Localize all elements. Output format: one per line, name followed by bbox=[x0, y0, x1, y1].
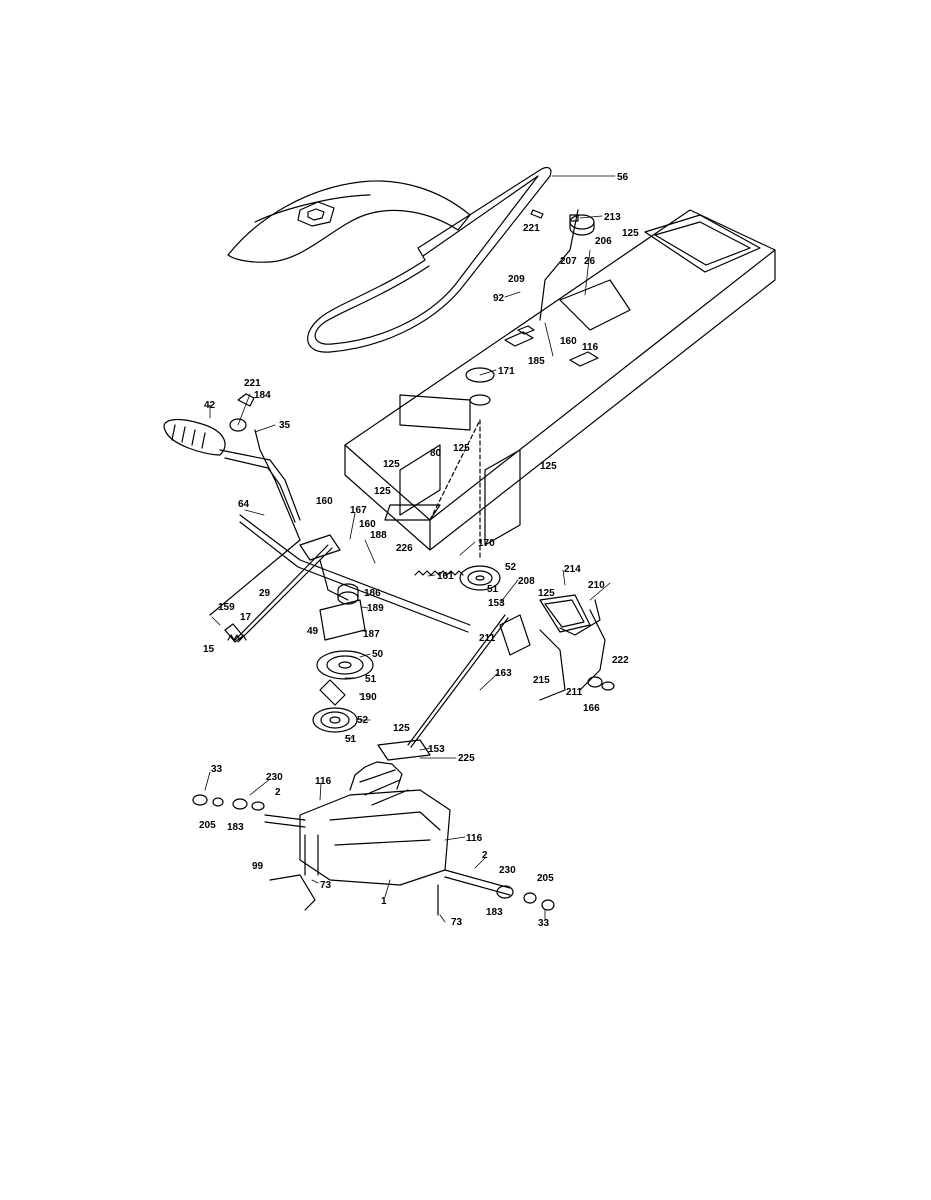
part-label-183: 183 bbox=[486, 907, 503, 918]
leader-lines bbox=[204, 175, 616, 923]
part-label-51: 51 bbox=[345, 734, 357, 745]
lift-rod bbox=[530, 209, 595, 321]
part-label-210: 210 bbox=[588, 580, 605, 591]
part-label-159: 159 bbox=[218, 602, 235, 613]
tractor-frame-rail bbox=[344, 209, 776, 561]
part-label-64: 64 bbox=[238, 499, 250, 510]
part-label-2: 2 bbox=[482, 850, 488, 861]
part-label-184: 184 bbox=[254, 390, 271, 401]
part-label-160: 160 bbox=[560, 336, 577, 347]
part-label-125: 125 bbox=[622, 228, 639, 239]
part-label-222: 222 bbox=[612, 655, 629, 666]
part-label-166: 166 bbox=[583, 703, 600, 714]
part-label-185: 185 bbox=[528, 356, 545, 367]
part-label-211: 211 bbox=[566, 687, 583, 698]
part-label-125: 125 bbox=[374, 486, 391, 497]
part-label-230: 230 bbox=[499, 865, 516, 876]
part-label-17: 17 bbox=[240, 612, 252, 623]
part-label-52: 52 bbox=[505, 562, 517, 573]
part-label-125: 125 bbox=[393, 723, 410, 734]
part-label-125: 125 bbox=[538, 588, 555, 599]
control-handle-assembly bbox=[163, 393, 301, 541]
part-label-2: 2 bbox=[275, 787, 281, 798]
part-label-33: 33 bbox=[211, 764, 223, 775]
part-label-160: 160 bbox=[316, 496, 333, 507]
part-label-186: 186 bbox=[364, 588, 381, 599]
idler-bracket-and-pulleys bbox=[312, 565, 501, 733]
part-label-225: 225 bbox=[458, 753, 475, 764]
part-label-205: 205 bbox=[199, 820, 216, 831]
pedal-assembly bbox=[499, 594, 615, 701]
part-label-215: 215 bbox=[533, 675, 550, 686]
part-label-125: 125 bbox=[383, 459, 400, 470]
part-label-170: 170 bbox=[478, 538, 495, 549]
part-label-189: 189 bbox=[367, 603, 384, 614]
part-label-205: 205 bbox=[537, 873, 554, 884]
cross-shaft bbox=[239, 514, 471, 633]
part-label-163: 163 bbox=[495, 668, 512, 679]
linkage-rods bbox=[209, 539, 509, 748]
part-label-26: 26 bbox=[584, 256, 596, 267]
part-label-153: 153 bbox=[488, 598, 505, 609]
part-label-153: 153 bbox=[428, 744, 445, 755]
part-label-73: 73 bbox=[451, 917, 463, 928]
part-label-51: 51 bbox=[365, 674, 377, 685]
part-label-160: 160 bbox=[359, 519, 376, 530]
part-label-206: 206 bbox=[595, 236, 612, 247]
part-label-116: 116 bbox=[315, 776, 332, 787]
part-number-labels: 56 221 213 206 125 209 207 26 92 160 116… bbox=[199, 172, 639, 929]
part-label-125: 125 bbox=[453, 443, 470, 454]
part-label-167: 167 bbox=[350, 505, 367, 516]
part-label-187: 187 bbox=[363, 629, 380, 640]
part-label-208: 208 bbox=[518, 576, 535, 587]
part-label-50: 50 bbox=[372, 649, 384, 660]
part-label-230: 230 bbox=[266, 772, 283, 783]
bracket-225 bbox=[377, 739, 431, 761]
part-label-35: 35 bbox=[279, 420, 291, 431]
part-label-99: 99 bbox=[252, 861, 264, 872]
part-label-1: 1 bbox=[381, 896, 387, 907]
part-label-116: 116 bbox=[466, 833, 483, 844]
part-label-80: 80 bbox=[430, 448, 442, 459]
part-label-188: 188 bbox=[370, 530, 387, 541]
part-label-92: 92 bbox=[493, 293, 505, 304]
part-label-42: 42 bbox=[204, 400, 216, 411]
part-label-211: 211 bbox=[479, 633, 496, 644]
part-label-221: 221 bbox=[523, 223, 540, 234]
part-label-33: 33 bbox=[538, 918, 550, 929]
part-label-183: 183 bbox=[227, 822, 244, 833]
transaxle-assembly bbox=[192, 761, 555, 916]
part-label-56: 56 bbox=[617, 172, 629, 183]
part-label-207: 207 bbox=[560, 256, 577, 267]
part-label-73: 73 bbox=[320, 880, 332, 891]
drive-belt bbox=[307, 166, 552, 353]
part-label-15: 15 bbox=[203, 644, 215, 655]
part-label-125: 125 bbox=[540, 461, 557, 472]
part-label-209: 209 bbox=[508, 274, 525, 285]
part-label-171: 171 bbox=[498, 366, 515, 377]
part-label-213: 213 bbox=[604, 212, 621, 223]
part-label-52: 52 bbox=[357, 715, 369, 726]
part-label-51: 51 bbox=[487, 584, 499, 595]
part-label-49: 49 bbox=[307, 626, 319, 637]
part-label-190: 190 bbox=[360, 692, 377, 703]
part-label-161: 161 bbox=[437, 571, 454, 582]
part-label-214: 214 bbox=[564, 564, 581, 575]
idler-springs bbox=[227, 570, 464, 641]
part-label-226: 226 bbox=[396, 543, 413, 554]
mower-deck-outline bbox=[227, 180, 471, 263]
part-label-116: 116 bbox=[582, 342, 599, 353]
part-label-221: 221 bbox=[244, 378, 261, 389]
part-label-29: 29 bbox=[259, 588, 271, 599]
